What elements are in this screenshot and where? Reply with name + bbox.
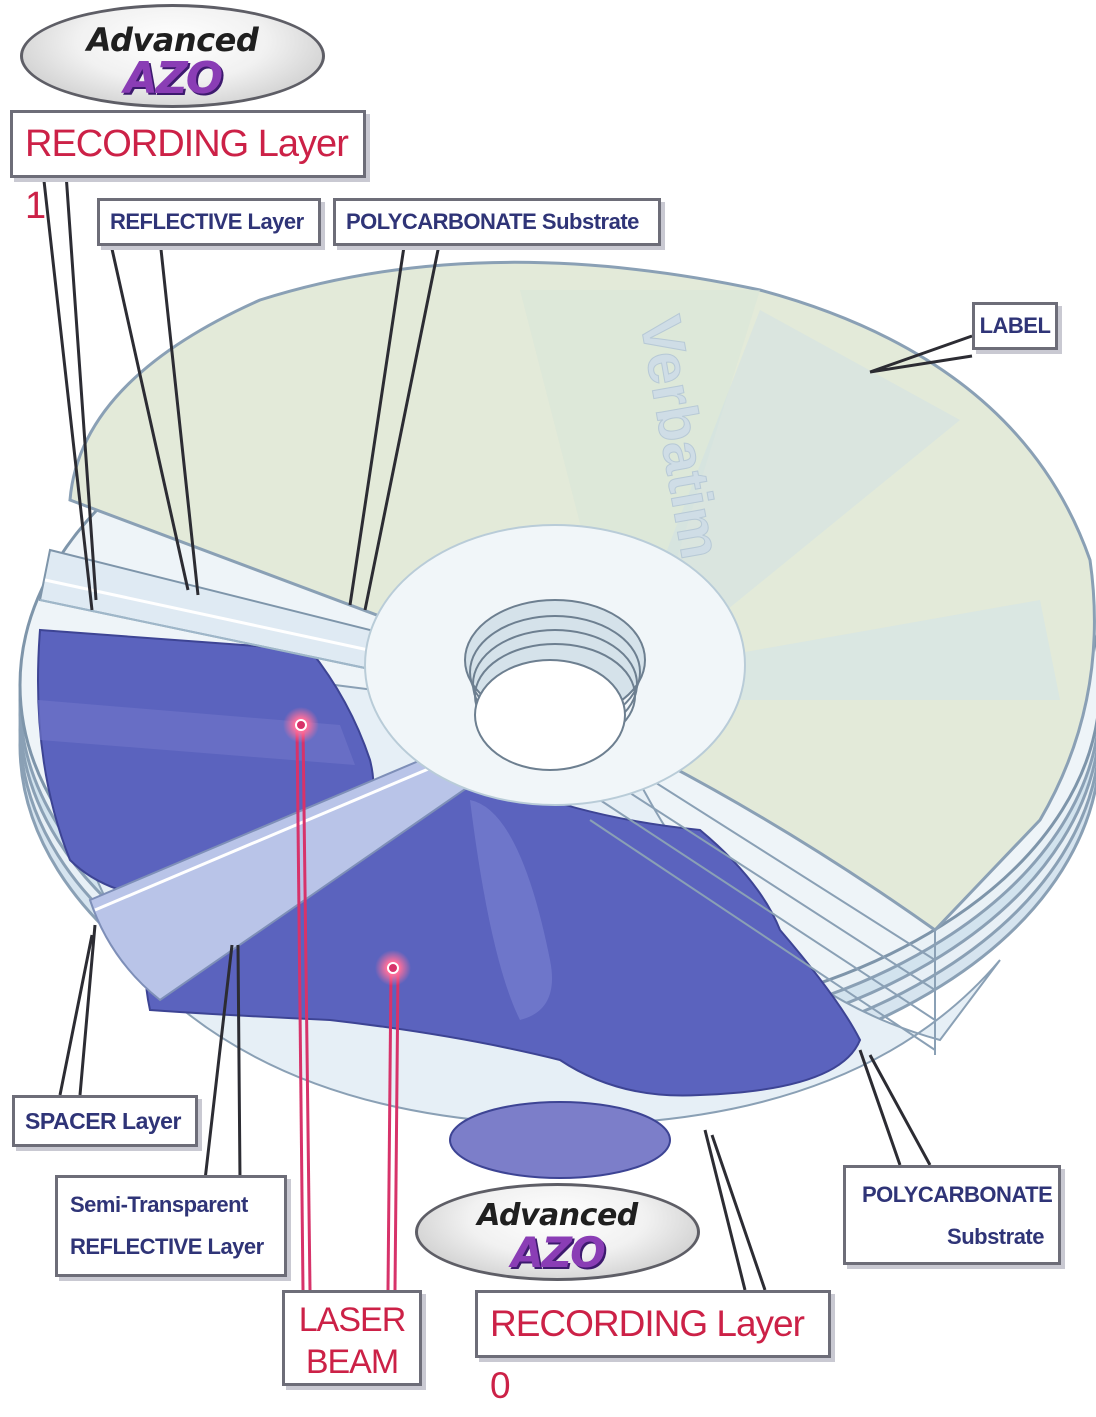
label-label: LABEL [972, 302, 1058, 350]
label-laser-beam: LASER BEAM [282, 1290, 422, 1386]
label-reflective-layer: REFLECTIVE Layer [97, 198, 321, 246]
label-recording-layer-0: RECORDING Layer 0 [475, 1290, 831, 1358]
advanced-azo-badge-bottom: Advanced AZO [415, 1183, 700, 1281]
label-polycarbonate-substrate-top: POLYCARBONATE Substrate [333, 198, 661, 246]
label-polycarbonate-substrate-bottom: POLYCARBONATE Substrate [843, 1165, 1061, 1265]
badge-azo-logo: AZO [418, 1228, 697, 1277]
label-semi-transparent-reflective-layer: Semi-Transparent REFLECTIVE Layer [55, 1175, 287, 1277]
label-spacer-layer: SPACER Layer [12, 1095, 198, 1147]
recording-layer-0-puddle [450, 1102, 670, 1178]
disc-hub [365, 525, 745, 805]
label-recording-layer-1: RECORDING Layer 1 [10, 110, 366, 178]
advanced-azo-badge-top: Advanced AZO [20, 4, 325, 108]
badge-azo-logo: AZO [23, 53, 322, 104]
